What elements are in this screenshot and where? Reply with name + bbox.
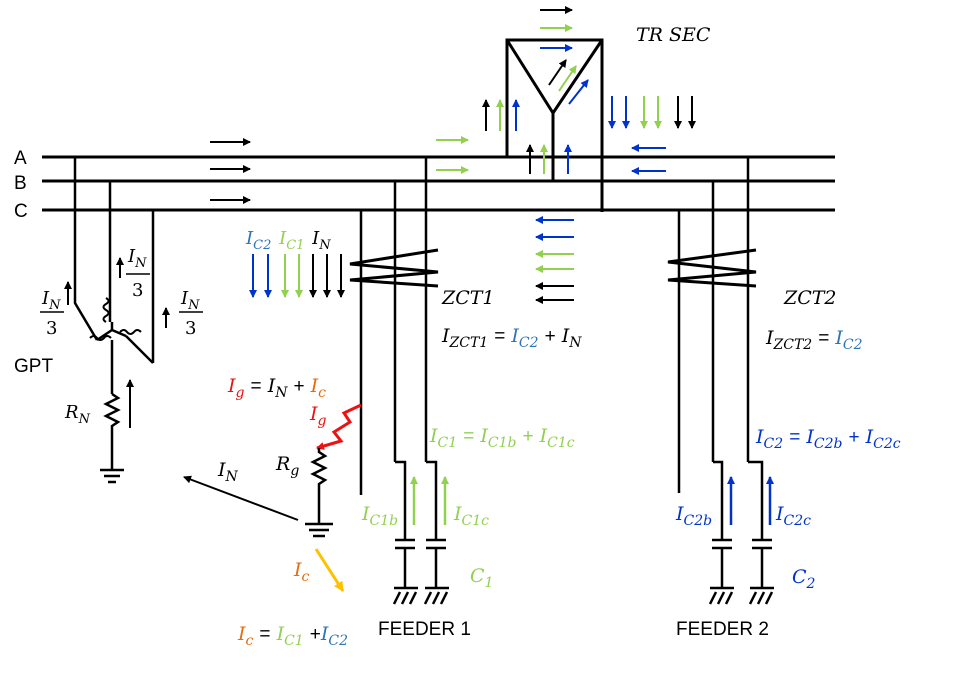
svg-text:3: 3: [185, 318, 196, 339]
ic-equation: Ic = IC1 +IC2: [237, 623, 348, 650]
ic-label: Ic: [293, 559, 310, 585]
rg-label: Rg: [275, 453, 299, 479]
gpt-label: GPT: [14, 356, 53, 377]
return-left-arrows: [535, 216, 574, 304]
feeder1-c-label: IC1c: [453, 503, 489, 529]
transformer-secondary: [505, 38, 604, 212]
feeder1-b-label: IC1b: [361, 503, 398, 529]
zct1-winding: [349, 248, 439, 288]
bus-blue-left-arrows: [631, 144, 666, 175]
tr-left-up-arrows: [482, 99, 520, 131]
gpt-mid-fraction: IN 3: [126, 246, 150, 301]
feeder1-equation: IC1 = IC1b + IC1c: [429, 425, 575, 452]
rn-label: RN: [64, 402, 91, 427]
ig-label: Ig: [309, 403, 327, 429]
feeder1-cap-label: C1: [470, 565, 493, 591]
feeder1-label: FEEDER 1: [378, 619, 471, 640]
zct2-winding: [667, 248, 757, 288]
branch-current-labels: IC2 IC1 IN: [245, 228, 331, 254]
svg-text:IN: IN: [180, 288, 200, 313]
tr-neutral-up-arrows: [526, 144, 572, 174]
feeder2-c-label: IC2c: [775, 503, 811, 529]
in-arrow-label: IN: [217, 459, 239, 485]
bus-a-label: A: [14, 148, 27, 169]
feeder2-cap-label: C2: [792, 566, 816, 592]
in-return-arrow: [183, 475, 299, 521]
gpt-transformer: [73, 157, 155, 484]
feeder2-b-label: IC2b: [675, 503, 712, 529]
bus-green-right-arrows: [436, 136, 469, 174]
branch-down-arrows: [249, 254, 345, 298]
svg-text:3: 3: [46, 318, 57, 339]
feeder2-lines: [677, 157, 774, 590]
svg-text:IN: IN: [127, 246, 147, 271]
tr-diagonal-arrows: [548, 59, 589, 105]
fault-zigzag: [316, 403, 362, 450]
feeder1-ground-hatches: [392, 591, 449, 605]
ic-arrow: [314, 548, 345, 592]
zct2-label: ZCT2: [783, 287, 837, 309]
tr-sec-label: TR SEC: [636, 24, 711, 46]
gpt-right-fraction: IN 3: [179, 288, 203, 339]
rn-resistor: [103, 392, 121, 470]
tr-top-arrows: [540, 6, 573, 52]
svg-text:3: 3: [132, 280, 143, 301]
zct2-equation: IZCT2 = IC2: [765, 327, 863, 354]
svg-text:IN: IN: [41, 288, 61, 313]
bus-b-label: B: [14, 173, 27, 194]
feeder2-equation: IC2 = IC2b + IC2c: [755, 426, 901, 453]
zct1-label: ZCT1: [441, 287, 495, 309]
rg-resistor: [305, 448, 333, 538]
feeder2-label: FEEDER 2: [676, 619, 769, 640]
ig-equation: Ig = IN + Ic: [227, 375, 326, 402]
bus-lines: [42, 155, 835, 212]
gpt-left-fraction: IN 3: [40, 288, 64, 339]
feeder2-ground-hatches: [708, 591, 774, 605]
tr-right-down-arrows: [608, 96, 696, 129]
zct1-equation: IZCT1 = IC2 + IN: [441, 325, 582, 352]
bus-c-label: C: [14, 201, 28, 222]
feeder1-lines: [359, 157, 449, 590]
